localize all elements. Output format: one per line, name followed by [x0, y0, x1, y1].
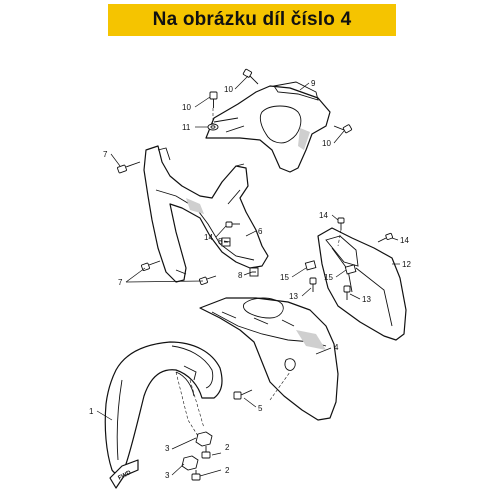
callout-2: 2	[225, 443, 230, 452]
bolt-10-top[interactable]	[242, 68, 259, 85]
part-12-side-cover[interactable]	[317, 227, 407, 341]
bolt-10-left[interactable]	[209, 91, 218, 108]
bolt-7-lower-right[interactable]	[198, 275, 217, 286]
leader-lines	[96, 75, 400, 477]
callout-5: 5	[258, 404, 263, 413]
callout-3: 3	[165, 471, 170, 480]
nut-3-upper[interactable]	[195, 431, 213, 447]
callout-3: 3	[165, 444, 170, 453]
page-title: Na obrázku díl číslo 4	[152, 9, 352, 30]
callout-14: 14	[204, 233, 213, 242]
clip-15-left[interactable]	[304, 260, 317, 271]
screw-14-left[interactable]	[225, 221, 240, 228]
washer-11[interactable]	[207, 123, 219, 131]
clip-8-lower[interactable]	[249, 267, 259, 277]
bolt-5[interactable]	[233, 389, 253, 400]
clip-15-right[interactable]	[344, 264, 357, 275]
callout-10: 10	[322, 139, 331, 148]
callout-13: 13	[362, 295, 371, 304]
callout-11: 11	[182, 123, 191, 132]
part-6-front-frame[interactable]	[143, 145, 269, 283]
callout-4: 4	[334, 343, 339, 352]
callout-13: 13	[289, 292, 298, 301]
callout-15: 15	[324, 273, 333, 282]
callout-10: 10	[224, 85, 233, 94]
callout-10: 10	[182, 103, 191, 112]
nut-3-lower[interactable]	[181, 455, 199, 471]
callout-7: 7	[103, 150, 108, 159]
part-1-front-fender[interactable]	[104, 341, 223, 474]
page-title-banner: Na obrázku díl číslo 4	[108, 4, 396, 36]
screw-14-right[interactable]	[377, 232, 394, 243]
callout-8: 8	[218, 237, 223, 246]
callout-9: 9	[311, 79, 316, 88]
bolt-2-lower[interactable]	[191, 470, 201, 481]
bolt-10-right[interactable]	[333, 124, 353, 134]
bolt-7-upper[interactable]	[117, 161, 141, 174]
screw-14-middle[interactable]	[337, 217, 345, 230]
screw-13-left[interactable]	[309, 277, 317, 292]
callout-2: 2	[225, 466, 230, 475]
callout-8: 8	[238, 271, 243, 280]
callout-14: 14	[319, 211, 328, 220]
callout-15: 15	[280, 273, 289, 282]
assembly-lines	[175, 108, 342, 437]
callout-14: 14	[400, 236, 409, 245]
screw-13-right[interactable]	[343, 285, 351, 300]
part-4-inner-panel[interactable]	[199, 297, 339, 421]
part-9-upper-bracket[interactable]	[205, 81, 331, 173]
callout-1: 1	[89, 407, 94, 416]
callout-12: 12	[402, 260, 411, 269]
bolt-2-upper[interactable]	[201, 446, 211, 459]
bolt-7-lower-left[interactable]	[140, 260, 161, 272]
callout-6: 6	[258, 227, 263, 236]
callout-labels: 1 2 2 3 3 4 5 6 7 7 8 8 9 10 10 10 11 12…	[89, 79, 411, 480]
callout-7: 7	[118, 278, 123, 287]
